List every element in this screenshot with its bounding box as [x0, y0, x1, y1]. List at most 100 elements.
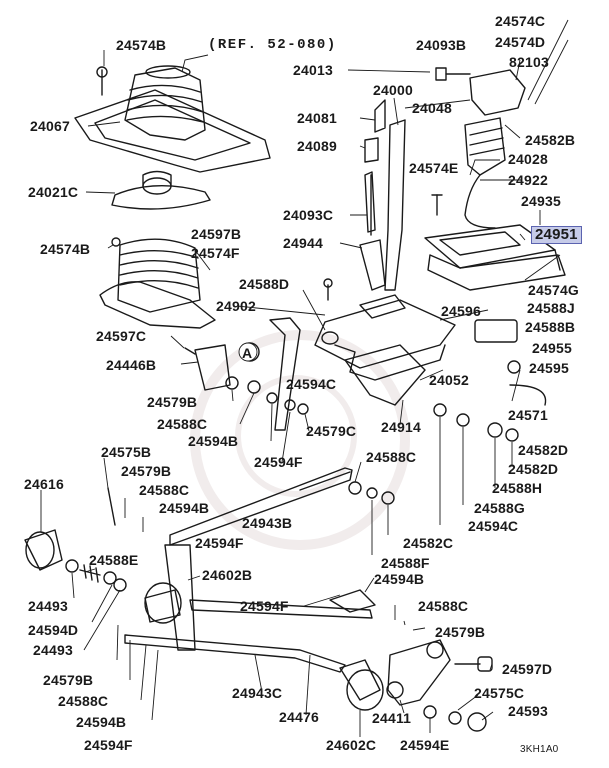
leader-lines [40, 19, 569, 737]
part-24935[interactable]: 24935 [521, 193, 561, 209]
part-24594E[interactable]: 24594E [400, 737, 450, 753]
part-24594B-mid[interactable]: 24594B [159, 500, 210, 516]
part-24021C[interactable]: 24021C [28, 184, 79, 200]
shift-lever-boot [99, 237, 216, 329]
part-24943B[interactable]: 24943B [242, 515, 293, 531]
part-24579B-mid[interactable]: 24579B [121, 463, 172, 479]
small-bolts [184, 67, 471, 355]
part-24594C-low[interactable]: 24594C [468, 518, 519, 534]
selector-lever [144, 544, 196, 651]
part-24588C-mid2[interactable]: 24588C [139, 482, 190, 498]
part-24574B-mid[interactable]: 24574B [40, 241, 91, 257]
part-24579B-bot[interactable]: 24579B [43, 672, 94, 688]
part-24588C-low[interactable]: 24588C [418, 598, 469, 614]
part-24493-a[interactable]: 24493 [28, 598, 68, 614]
part-24922[interactable]: 24922 [508, 172, 548, 188]
bushing-and-springs [24, 487, 127, 592]
part-24575C[interactable]: 24575C [474, 685, 525, 701]
part-24588H[interactable]: 24588H [492, 480, 543, 496]
part-24013[interactable]: 24013 [293, 62, 333, 78]
lower-linkage-parts [346, 639, 493, 732]
selector-housing [424, 224, 566, 291]
part-24914[interactable]: 24914 [381, 419, 421, 435]
part-24594F-low2[interactable]: 24594F [240, 598, 289, 614]
part-24594D[interactable]: 24594D [28, 622, 79, 638]
part-24616[interactable]: 24616 [24, 476, 64, 492]
part-24574D[interactable]: 24574D [495, 34, 546, 50]
shift-mount [111, 170, 211, 210]
part-24575B[interactable]: 24575B [101, 444, 152, 460]
part-82103[interactable]: 82103 [509, 54, 549, 70]
part-24902[interactable]: 24902 [216, 298, 256, 314]
part-24579C[interactable]: 24579C [306, 423, 357, 439]
part-24944[interactable]: 24944 [283, 235, 323, 251]
part-24588G[interactable]: 24588G [474, 500, 526, 516]
part-24574G[interactable]: 24574G [528, 282, 580, 298]
part-24089[interactable]: 24089 [297, 138, 337, 154]
part-24593[interactable]: 24593 [508, 703, 548, 719]
washers-right [225, 376, 519, 505]
part-24000[interactable]: 24000 [373, 82, 413, 98]
part-24588F[interactable]: 24588F [381, 555, 430, 571]
part-24588E[interactable]: 24588E [89, 552, 139, 568]
part-24602C[interactable]: 24602C [326, 737, 377, 753]
part-24574B[interactable]: 24574B [116, 37, 167, 53]
part-24951-highlighted[interactable]: 24951 [531, 226, 582, 244]
watermark-seal [190, 330, 410, 550]
part-24582D-2[interactable]: 24582D [508, 461, 559, 477]
part-24594F-bot[interactable]: 24594F [84, 737, 133, 753]
part-24596[interactable]: 24596 [441, 303, 481, 319]
watermark-seal-inner [235, 375, 357, 497]
part-24594F-mid[interactable]: 24594F [254, 454, 303, 470]
shift-boot-plate [74, 65, 271, 173]
part-24594C-mid[interactable]: 24594C [286, 376, 337, 392]
part-24597D[interactable]: 24597D [502, 661, 553, 677]
part-24595[interactable]: 24595 [529, 360, 569, 376]
diagram-code: 3KH1A0 [520, 744, 559, 755]
part-24594B-left[interactable]: 24594B [188, 433, 239, 449]
part-24588B[interactable]: 24588B [525, 319, 576, 335]
part-24582C[interactable]: 24582C [403, 535, 454, 551]
part-24588D[interactable]: 24588D [239, 276, 290, 292]
part-24594B-low[interactable]: 24594B [374, 571, 425, 587]
part-24582D[interactable]: 24582D [518, 442, 569, 458]
part-24052[interactable]: 24052 [429, 372, 469, 388]
part-24493-b[interactable]: 24493 [33, 642, 73, 658]
part-24028[interactable]: 24028 [508, 151, 548, 167]
part-24446B[interactable]: 24446B [106, 357, 157, 373]
part-24594F-low[interactable]: 24594F [195, 535, 244, 551]
part-24597C[interactable]: 24597C [96, 328, 147, 344]
part-24597B[interactable]: 24597B [191, 226, 242, 242]
part-24093B[interactable]: 24093B [416, 37, 467, 53]
part-24476[interactable]: 24476 [279, 709, 319, 725]
part-24093C[interactable]: 24093C [283, 207, 334, 223]
part-24411[interactable]: 24411 [372, 710, 412, 726]
part-24574C[interactable]: 24574C [495, 13, 546, 29]
part-24943C[interactable]: 24943C [232, 685, 283, 701]
part-24067[interactable]: 24067 [30, 118, 70, 134]
part-24588C-bot[interactable]: 24588C [58, 693, 109, 709]
part-24955[interactable]: 24955 [532, 340, 572, 356]
part-24588C-mid[interactable]: 24588C [366, 449, 417, 465]
part-24594B-bot[interactable]: 24594B [76, 714, 127, 730]
part-24574F[interactable]: 24574F [191, 245, 240, 261]
shift-bracket-assembly [314, 294, 456, 406]
part-24081[interactable]: 24081 [297, 110, 337, 126]
shift-rod-lower [124, 589, 381, 701]
part-24579B-low[interactable]: 24579B [435, 624, 486, 640]
part-24571[interactable]: 24571 [508, 407, 548, 423]
shift-lever [359, 119, 406, 291]
callout-A: A [242, 345, 253, 361]
part-24579B-left[interactable]: 24579B [147, 394, 198, 410]
part-24588J[interactable]: 24588J [527, 300, 575, 316]
part-24582B[interactable]: 24582B [525, 132, 576, 148]
part-24048[interactable]: 24048 [412, 100, 452, 116]
part-24602B[interactable]: 24602B [202, 567, 253, 583]
shift-rod-upper [169, 467, 353, 546]
lever-bracket [194, 317, 301, 431]
part-24588C-left[interactable]: 24588C [157, 416, 208, 432]
part-24574E[interactable]: 24574E [409, 160, 459, 176]
reference-note: (REF. 52-080) [208, 37, 337, 53]
